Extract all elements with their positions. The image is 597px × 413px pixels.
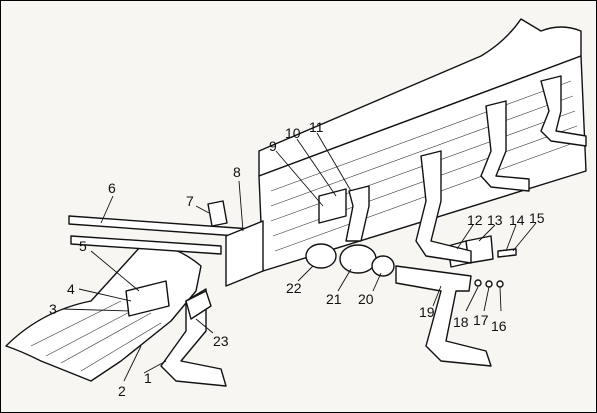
callout-1: 1 bbox=[144, 370, 152, 386]
callout-19: 19 bbox=[419, 304, 435, 320]
ring-part-20 bbox=[371, 255, 395, 277]
callout-8: 8 bbox=[233, 164, 241, 180]
callout-6: 6 bbox=[108, 180, 116, 196]
washer-part-17 bbox=[485, 280, 493, 288]
callout-labels: 1 2 3 4 5 6 7 8 9 10 11 12 13 14 15 16 1… bbox=[49, 119, 545, 399]
callout-21: 21 bbox=[326, 291, 342, 307]
callout-20: 20 bbox=[358, 291, 374, 307]
callout-13: 13 bbox=[487, 212, 503, 228]
axle-arm-part-19 bbox=[395, 265, 492, 367]
callout-22: 22 bbox=[286, 280, 302, 296]
callout-11: 11 bbox=[309, 119, 324, 135]
callout-5: 5 bbox=[79, 238, 87, 254]
rod-part-6 bbox=[68, 215, 252, 255]
callout-3: 3 bbox=[49, 301, 57, 317]
callout-9: 9 bbox=[269, 138, 277, 154]
rear-arm-c bbox=[540, 75, 587, 147]
bushing-part-21 bbox=[339, 244, 377, 274]
callout-7: 7 bbox=[186, 193, 194, 209]
callout-4: 4 bbox=[67, 281, 75, 297]
rear-arm-a bbox=[415, 150, 472, 264]
bracket-part-9 bbox=[318, 188, 347, 224]
leader-lines bbox=[62, 132, 537, 382]
callout-23: 23 bbox=[213, 333, 229, 349]
coupling-part-7 bbox=[207, 200, 228, 227]
callout-14: 14 bbox=[509, 212, 525, 228]
callout-16: 16 bbox=[491, 318, 507, 334]
bolt-part-15 bbox=[497, 248, 517, 258]
callout-2: 2 bbox=[118, 383, 126, 399]
arm-part-23 bbox=[185, 290, 212, 320]
callout-10: 10 bbox=[285, 125, 301, 141]
nut-part-18 bbox=[474, 279, 482, 287]
callout-15: 15 bbox=[529, 210, 545, 226]
pin-part-16 bbox=[496, 280, 504, 288]
callout-18: 18 bbox=[453, 314, 469, 330]
rear-arm-b bbox=[480, 100, 530, 192]
bracket-part-8 bbox=[225, 220, 264, 287]
callout-12: 12 bbox=[467, 212, 483, 228]
arm-part-10-11 bbox=[345, 185, 370, 242]
hinge-part-4-5 bbox=[125, 280, 170, 317]
bushing-part-22 bbox=[305, 243, 337, 269]
callout-17: 17 bbox=[473, 312, 489, 328]
